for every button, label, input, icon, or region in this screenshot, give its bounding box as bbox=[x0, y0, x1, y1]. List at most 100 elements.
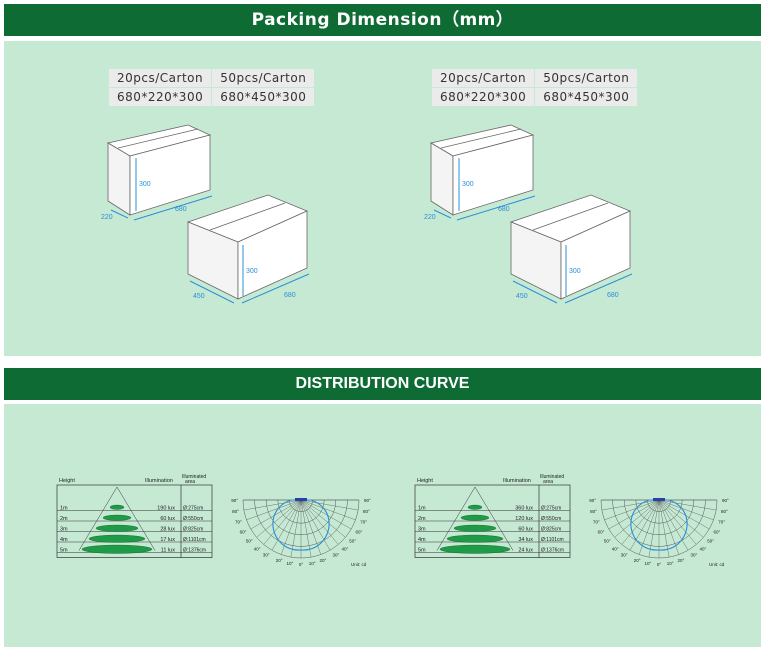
row-lux: 190 lux bbox=[157, 505, 175, 511]
cone-edge bbox=[436, 486, 476, 551]
polar-radial bbox=[658, 499, 717, 511]
header-area-2: area bbox=[185, 479, 195, 485]
cone-edge bbox=[78, 486, 118, 551]
light-ellipse bbox=[102, 514, 132, 521]
polar-radial bbox=[614, 499, 660, 538]
row-lux: 28 lux bbox=[160, 526, 175, 532]
light-ellipse bbox=[95, 524, 139, 532]
large-box-height: 300 bbox=[246, 268, 258, 275]
angle-label-left: 70° bbox=[235, 520, 242, 525]
header-height: Height bbox=[59, 478, 75, 484]
polar-radial bbox=[658, 499, 710, 530]
row-lux: 11 lux bbox=[161, 547, 176, 553]
angle-label-bottom: 10° bbox=[644, 561, 651, 566]
angle-label-bottom: 20° bbox=[276, 558, 283, 563]
small-box-depth: 220 bbox=[101, 214, 113, 221]
large-box-height: 300 bbox=[569, 268, 581, 275]
carton-size-20: 680*220*300 bbox=[430, 87, 536, 107]
header-area-2: area bbox=[543, 479, 553, 485]
angle-label-right: 90° bbox=[722, 498, 729, 503]
polar-radial bbox=[300, 499, 312, 558]
angle-label-left: 40° bbox=[612, 546, 619, 551]
row-area: Ø:1376cm bbox=[541, 547, 564, 553]
packing-dimension-title: Packing Dimension（mm） bbox=[251, 10, 514, 30]
angle-label-bottom: 10° bbox=[286, 561, 293, 566]
row-area: Ø:550cm bbox=[183, 516, 203, 522]
angle-label-bottom: 10° bbox=[667, 561, 674, 566]
angle-label-left: 90° bbox=[231, 498, 238, 503]
header-illumination: Illumination bbox=[503, 478, 531, 484]
small-carton-box-right bbox=[429, 124, 536, 221]
row-lux: 34 lux bbox=[518, 537, 533, 543]
angle-label-left: 50° bbox=[604, 538, 611, 543]
row-lux: 360 lux bbox=[515, 505, 533, 511]
large-box-depth: 450 bbox=[193, 293, 205, 300]
polar-radial bbox=[243, 499, 302, 511]
row-area: Ø:275cm bbox=[541, 505, 561, 511]
row-area: Ø:550cm bbox=[541, 516, 561, 522]
row-height: 1m bbox=[60, 505, 68, 511]
row-area: Ø:1376cm bbox=[183, 547, 206, 553]
polar-radial bbox=[658, 499, 704, 538]
polar-radial bbox=[608, 499, 660, 530]
light-ellipse bbox=[460, 514, 490, 521]
large-box-length: 680 bbox=[284, 292, 296, 299]
row-area: Ø:1101cm bbox=[541, 537, 564, 543]
polar-radial bbox=[604, 499, 660, 521]
angle-label-bottom: 20° bbox=[319, 558, 326, 563]
angle-label-right: 70° bbox=[360, 520, 367, 525]
carton-label-20: 20pcs/Carton bbox=[430, 68, 536, 88]
row-height: 2m bbox=[60, 516, 68, 522]
light-ellipse bbox=[439, 544, 511, 554]
polar-radial bbox=[300, 499, 356, 521]
row-height: 4m bbox=[60, 537, 68, 543]
angle-label-left: 80° bbox=[232, 509, 239, 514]
angle-label-left: 70° bbox=[593, 520, 600, 525]
polar-radial bbox=[648, 499, 660, 558]
angle-label-bottom: 0° bbox=[657, 562, 662, 567]
distribution-panel bbox=[4, 404, 761, 647]
polar-radial bbox=[658, 499, 670, 558]
cone-edge bbox=[116, 486, 156, 551]
distribution-curve-title: DISTRIBUTION CURVE bbox=[295, 375, 470, 392]
light-ellipse bbox=[88, 534, 146, 543]
polar-diagram: 90°80°70°60°50°40°30°90°80°70°60°50°40°3… bbox=[231, 498, 371, 567]
light-ellipse bbox=[467, 504, 483, 510]
carton-table-right: 20pcs/Carton 50pcs/Carton 680*220*300 68… bbox=[430, 68, 639, 107]
header-height: Height bbox=[417, 478, 433, 484]
packing-dimension-banner: Packing Dimension（mm） bbox=[4, 4, 761, 36]
large-box-depth: 450 bbox=[516, 293, 528, 300]
carton-label-50: 50pcs/Carton bbox=[534, 68, 639, 88]
cone-edge bbox=[474, 486, 514, 551]
header-area: Illuminated bbox=[182, 474, 206, 480]
polar-radial bbox=[271, 499, 302, 551]
small-box-height: 300 bbox=[462, 181, 474, 188]
angle-label-right: 50° bbox=[349, 538, 356, 543]
carton-size-50: 680*450*300 bbox=[534, 87, 639, 107]
polar-radial bbox=[658, 499, 714, 521]
row-height: 3m bbox=[418, 526, 426, 532]
polar-radial bbox=[300, 499, 339, 545]
row-height: 5m bbox=[418, 547, 426, 553]
polar-radial bbox=[300, 499, 346, 538]
row-lux: 24 lux bbox=[518, 547, 533, 553]
carton-table-left: 20pcs/Carton 50pcs/Carton 680*220*300 68… bbox=[107, 68, 316, 107]
small-carton-box-left bbox=[106, 124, 213, 221]
angle-label-left: 50° bbox=[246, 538, 253, 543]
fixture-mark bbox=[653, 498, 665, 501]
row-lux: 17 lux bbox=[160, 537, 175, 543]
angle-label-right: 70° bbox=[718, 520, 725, 525]
polar-diagram: 90°80°70°60°50°40°30°90°80°70°60°50°40°3… bbox=[589, 498, 729, 567]
polar-radial bbox=[290, 499, 302, 558]
angle-label-bottom: 0° bbox=[299, 562, 304, 567]
angle-label-right: 80° bbox=[721, 509, 728, 514]
small-box-length: 680 bbox=[175, 206, 187, 213]
intensity-curve bbox=[272, 499, 330, 551]
angle-label-left: 80° bbox=[590, 509, 597, 514]
polar-radial bbox=[246, 499, 302, 521]
row-height: 4m bbox=[418, 537, 426, 543]
polar-radial bbox=[263, 499, 302, 545]
